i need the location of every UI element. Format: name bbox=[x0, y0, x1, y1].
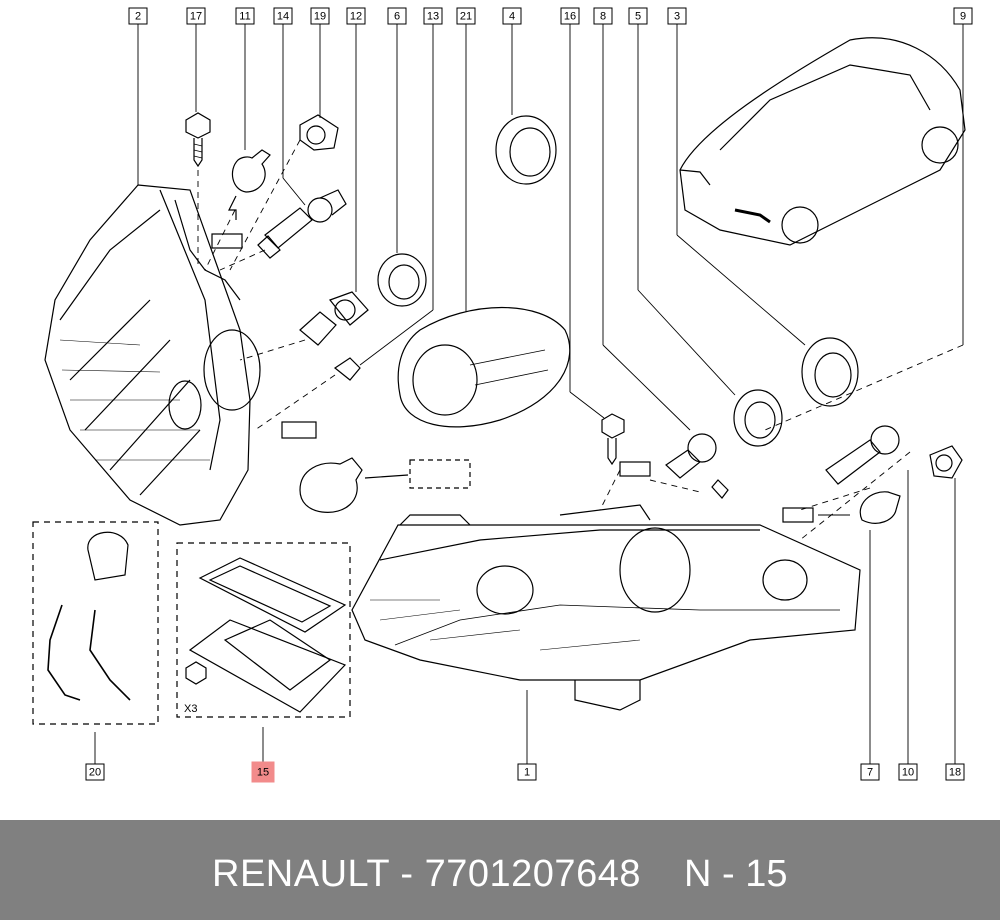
callout-number: 2 bbox=[135, 11, 141, 23]
right-headlight-assembly bbox=[351, 504, 861, 711]
callout-1: 1 bbox=[517, 763, 537, 781]
callout-box bbox=[628, 7, 648, 25]
socket-part-19 bbox=[299, 114, 339, 151]
callout-12: 12 bbox=[346, 7, 366, 25]
cap-ring-part-6 bbox=[377, 253, 427, 307]
callout-15: 15 bbox=[251, 761, 275, 783]
callout-box bbox=[945, 763, 965, 781]
callout-box bbox=[186, 7, 206, 25]
callout-number: 18 bbox=[949, 767, 961, 779]
callout-number: 7 bbox=[867, 767, 873, 779]
callout-14: 14 bbox=[273, 7, 293, 25]
callout-4: 4 bbox=[502, 7, 522, 25]
callout-11: 11 bbox=[235, 7, 255, 25]
wiring-kit-part-20 bbox=[32, 521, 159, 725]
bulb-part-7 bbox=[782, 491, 901, 524]
socket-part-18 bbox=[929, 445, 963, 479]
callout-box bbox=[502, 7, 522, 25]
callout-box bbox=[953, 7, 973, 25]
callout-number: 4 bbox=[509, 11, 515, 23]
callout-number: 8 bbox=[600, 11, 606, 23]
left-headlight-housing bbox=[44, 184, 261, 526]
callout-number: 1 bbox=[524, 767, 530, 779]
part-reference: N - 15 bbox=[684, 853, 788, 895]
callout-number: 6 bbox=[394, 11, 400, 23]
bulb-part-13 bbox=[281, 357, 361, 439]
callout-3: 3 bbox=[667, 7, 687, 25]
callout-number: 5 bbox=[635, 11, 641, 23]
callout-number: 16 bbox=[564, 11, 576, 23]
callout-box bbox=[423, 7, 443, 25]
module-part-21 bbox=[397, 307, 571, 428]
callout-box bbox=[667, 7, 687, 25]
callout-box bbox=[560, 7, 580, 25]
callout-19: 19 bbox=[310, 7, 330, 25]
callout-box bbox=[593, 7, 613, 25]
callout-number: 19 bbox=[314, 11, 326, 23]
callout-box bbox=[273, 7, 293, 25]
callout-box bbox=[346, 7, 366, 25]
quantity-multiplier: X3 bbox=[184, 703, 197, 715]
cap-ring-part-5 bbox=[733, 389, 783, 447]
cap-ring-part-3 bbox=[801, 337, 859, 407]
callout-box bbox=[517, 763, 537, 781]
callout-7: 7 bbox=[860, 763, 880, 781]
callout-2: 2 bbox=[128, 7, 148, 25]
brand-part-number: RENAULT - 7701207648 bbox=[212, 853, 641, 895]
callout-box bbox=[456, 7, 476, 25]
callout-18: 18 bbox=[945, 763, 965, 781]
bulb-large bbox=[299, 457, 471, 513]
bolt-part-17 bbox=[185, 112, 211, 168]
callout-21: 21 bbox=[456, 7, 476, 25]
bolt-part-16 bbox=[601, 413, 625, 466]
callout-box bbox=[128, 7, 148, 25]
callout-number: 10 bbox=[902, 767, 914, 779]
bulb-part-14 bbox=[257, 189, 347, 259]
callout-10: 10 bbox=[898, 763, 918, 781]
callout-number: 3 bbox=[674, 11, 680, 23]
callout-box bbox=[860, 763, 880, 781]
ballast-kit-part-15 bbox=[176, 542, 351, 718]
bulb-part-12 bbox=[299, 291, 369, 346]
callout-number: 9 bbox=[960, 11, 966, 23]
bulb-part-10 bbox=[825, 425, 900, 485]
callout-box bbox=[387, 7, 407, 25]
callout-number: 14 bbox=[277, 11, 289, 23]
callout-box bbox=[310, 7, 330, 25]
callout-13: 13 bbox=[423, 7, 443, 25]
callout-17: 17 bbox=[186, 7, 206, 25]
callout-number: 20 bbox=[89, 767, 101, 779]
dust-cap-part-4 bbox=[495, 115, 557, 185]
car-illustration bbox=[679, 37, 966, 246]
callout-box bbox=[898, 763, 918, 781]
callout-9: 9 bbox=[953, 7, 973, 25]
footer-bar: RENAULT - 7701207648 N - 15 bbox=[0, 820, 1000, 920]
callout-20: 20 bbox=[85, 763, 105, 781]
bulb-part-11 bbox=[211, 149, 271, 249]
callout-number: 12 bbox=[350, 11, 362, 23]
callout-number: 11 bbox=[239, 11, 250, 23]
callout-6: 6 bbox=[387, 7, 407, 25]
callout-8: 8 bbox=[593, 7, 613, 25]
callout-number: 13 bbox=[427, 11, 439, 23]
bulb-part-8 bbox=[619, 433, 729, 499]
callout-box bbox=[235, 7, 255, 25]
callout-5: 5 bbox=[628, 7, 648, 25]
callout-number: 21 bbox=[460, 11, 472, 23]
callout-number: 17 bbox=[190, 11, 202, 23]
callout-box bbox=[251, 761, 275, 783]
callout-number: 15 bbox=[257, 767, 269, 779]
callout-box bbox=[85, 763, 105, 781]
callout-16: 16 bbox=[560, 7, 580, 25]
